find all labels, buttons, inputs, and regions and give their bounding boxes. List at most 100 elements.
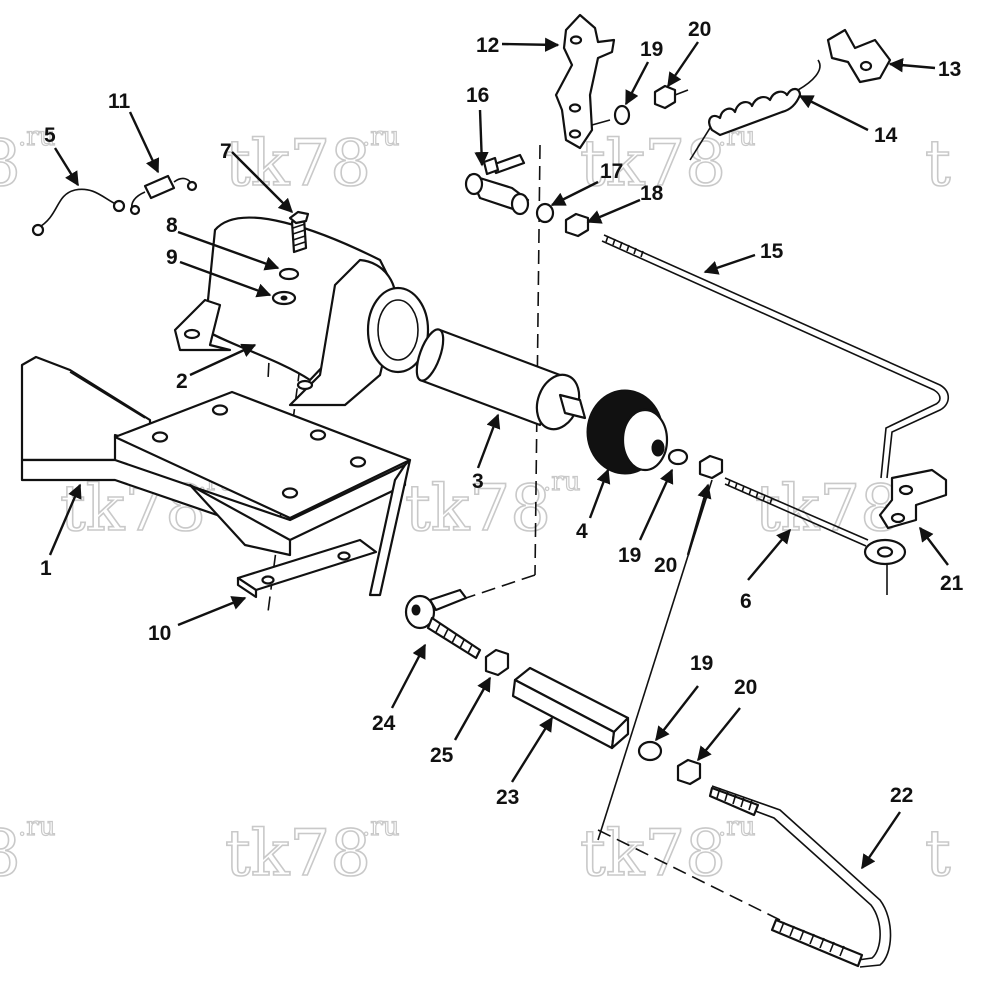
callout-23: 23 (496, 786, 519, 809)
bracket-slot (69, 371, 146, 419)
plunger-nut (558, 393, 587, 420)
bracket-gusset (188, 483, 292, 557)
callout-13: 13 (938, 58, 961, 81)
nut-20-lower (676, 758, 702, 786)
leader-13 (888, 57, 936, 73)
callout-15: 15 (760, 240, 784, 263)
flat-washer-hole (280, 295, 288, 301)
clip-hole (890, 512, 906, 524)
watermark-text: tk78 (225, 127, 371, 201)
ball-joint-end (464, 172, 484, 196)
link-rod-thread (605, 235, 644, 258)
leader-19b (638, 468, 674, 541)
lockwasher (278, 267, 300, 281)
watermark-text: tk78 (755, 472, 901, 546)
bracket-hole (309, 429, 327, 441)
callout-16: 16 (466, 84, 489, 107)
wire-terminal (129, 204, 141, 216)
boot-face (621, 408, 669, 472)
watermark-text: tk78 (405, 472, 551, 546)
watermark-suffix: .ru (18, 812, 55, 842)
ground-wire (37, 188, 119, 229)
leader-24 (390, 643, 427, 709)
callout-17: 17 (600, 160, 623, 183)
bracket-hole (151, 431, 169, 443)
watermark-suffix: .ru (543, 467, 580, 497)
leader-7 (231, 151, 294, 214)
callout-21: 21 (940, 572, 964, 595)
leader-11 (128, 111, 160, 174)
rod-thread (727, 479, 773, 505)
spring-bracket-hole (859, 60, 873, 72)
rod-end-bolt (428, 588, 468, 612)
wire-terminal (186, 180, 198, 192)
strap-hole (337, 551, 351, 561)
watermark-text: tk78 (225, 817, 371, 891)
callout-20c: 20 (734, 676, 757, 699)
washer-19-upper (613, 104, 631, 126)
nut-stud (674, 89, 689, 96)
callout-8: 8 (166, 214, 178, 237)
connecting-rod-outer (711, 785, 892, 968)
callout-12: 12 (476, 34, 499, 57)
callout-10: 10 (148, 622, 171, 645)
leader-6 (747, 528, 791, 581)
leader-19a (624, 61, 650, 106)
spring-coils (708, 87, 802, 137)
connecting-rod-thread-marks (779, 921, 845, 957)
threaded-eye-rod (724, 477, 907, 566)
leader-3 (476, 413, 501, 469)
leader-20c (697, 707, 741, 762)
callout-18: 18 (640, 182, 664, 205)
bent-link-rod (601, 234, 950, 479)
nut-20-upper (653, 84, 677, 110)
throttle-lever (554, 13, 616, 150)
watermark-partial-left-2: 8 (0, 817, 21, 891)
callout-20a: 20 (688, 18, 711, 41)
bracket-hole (349, 456, 367, 468)
rod-end-thread (435, 623, 473, 654)
leader-9 (179, 260, 272, 298)
leader-20b (686, 483, 712, 556)
spring-bracket-body (826, 28, 892, 84)
diode-body (143, 174, 176, 200)
solenoid-plunger (415, 328, 587, 431)
callout-20b: 20 (654, 554, 677, 577)
lever-stud (591, 119, 611, 126)
watermark-suffix: .ru (718, 812, 755, 842)
watermark-suffix: .ru (362, 122, 399, 152)
bracket-hole (281, 487, 299, 499)
mounting-bracket (20, 355, 412, 597)
rod-end-hole (411, 604, 421, 616)
strap-edge (236, 576, 258, 599)
watermark-suffix: .ru (362, 812, 399, 842)
ball-joint (464, 153, 530, 216)
leader-17 (550, 180, 599, 207)
lever-hole (568, 129, 582, 139)
bracket-leg (368, 458, 412, 597)
rod-shaft (724, 477, 869, 541)
lever-hole (569, 35, 583, 45)
bracket-hole (211, 404, 229, 416)
callout-22: 22 (890, 784, 913, 807)
connecting-rod-thread-marks (716, 787, 753, 811)
plunger-end (415, 328, 445, 382)
clamp-strap (236, 538, 378, 599)
wire-terminal (112, 199, 126, 213)
spring-bracket (826, 28, 892, 84)
screw-thread (292, 223, 306, 247)
leader-12 (501, 37, 560, 52)
tension-spring (689, 59, 821, 161)
callout-25: 25 (430, 744, 454, 767)
watermark-partial-right-1: t (925, 127, 951, 201)
callout-14: 14 (874, 124, 898, 147)
bent-connecting-rod (708, 785, 892, 968)
rubber-boot (586, 389, 669, 475)
lever-hole (568, 103, 582, 113)
watermark-partial-right-2: t (925, 817, 951, 891)
leader-19c (655, 685, 699, 742)
washer-17 (535, 202, 555, 224)
housing-foot-hole (296, 379, 314, 391)
leader-14 (798, 94, 869, 132)
